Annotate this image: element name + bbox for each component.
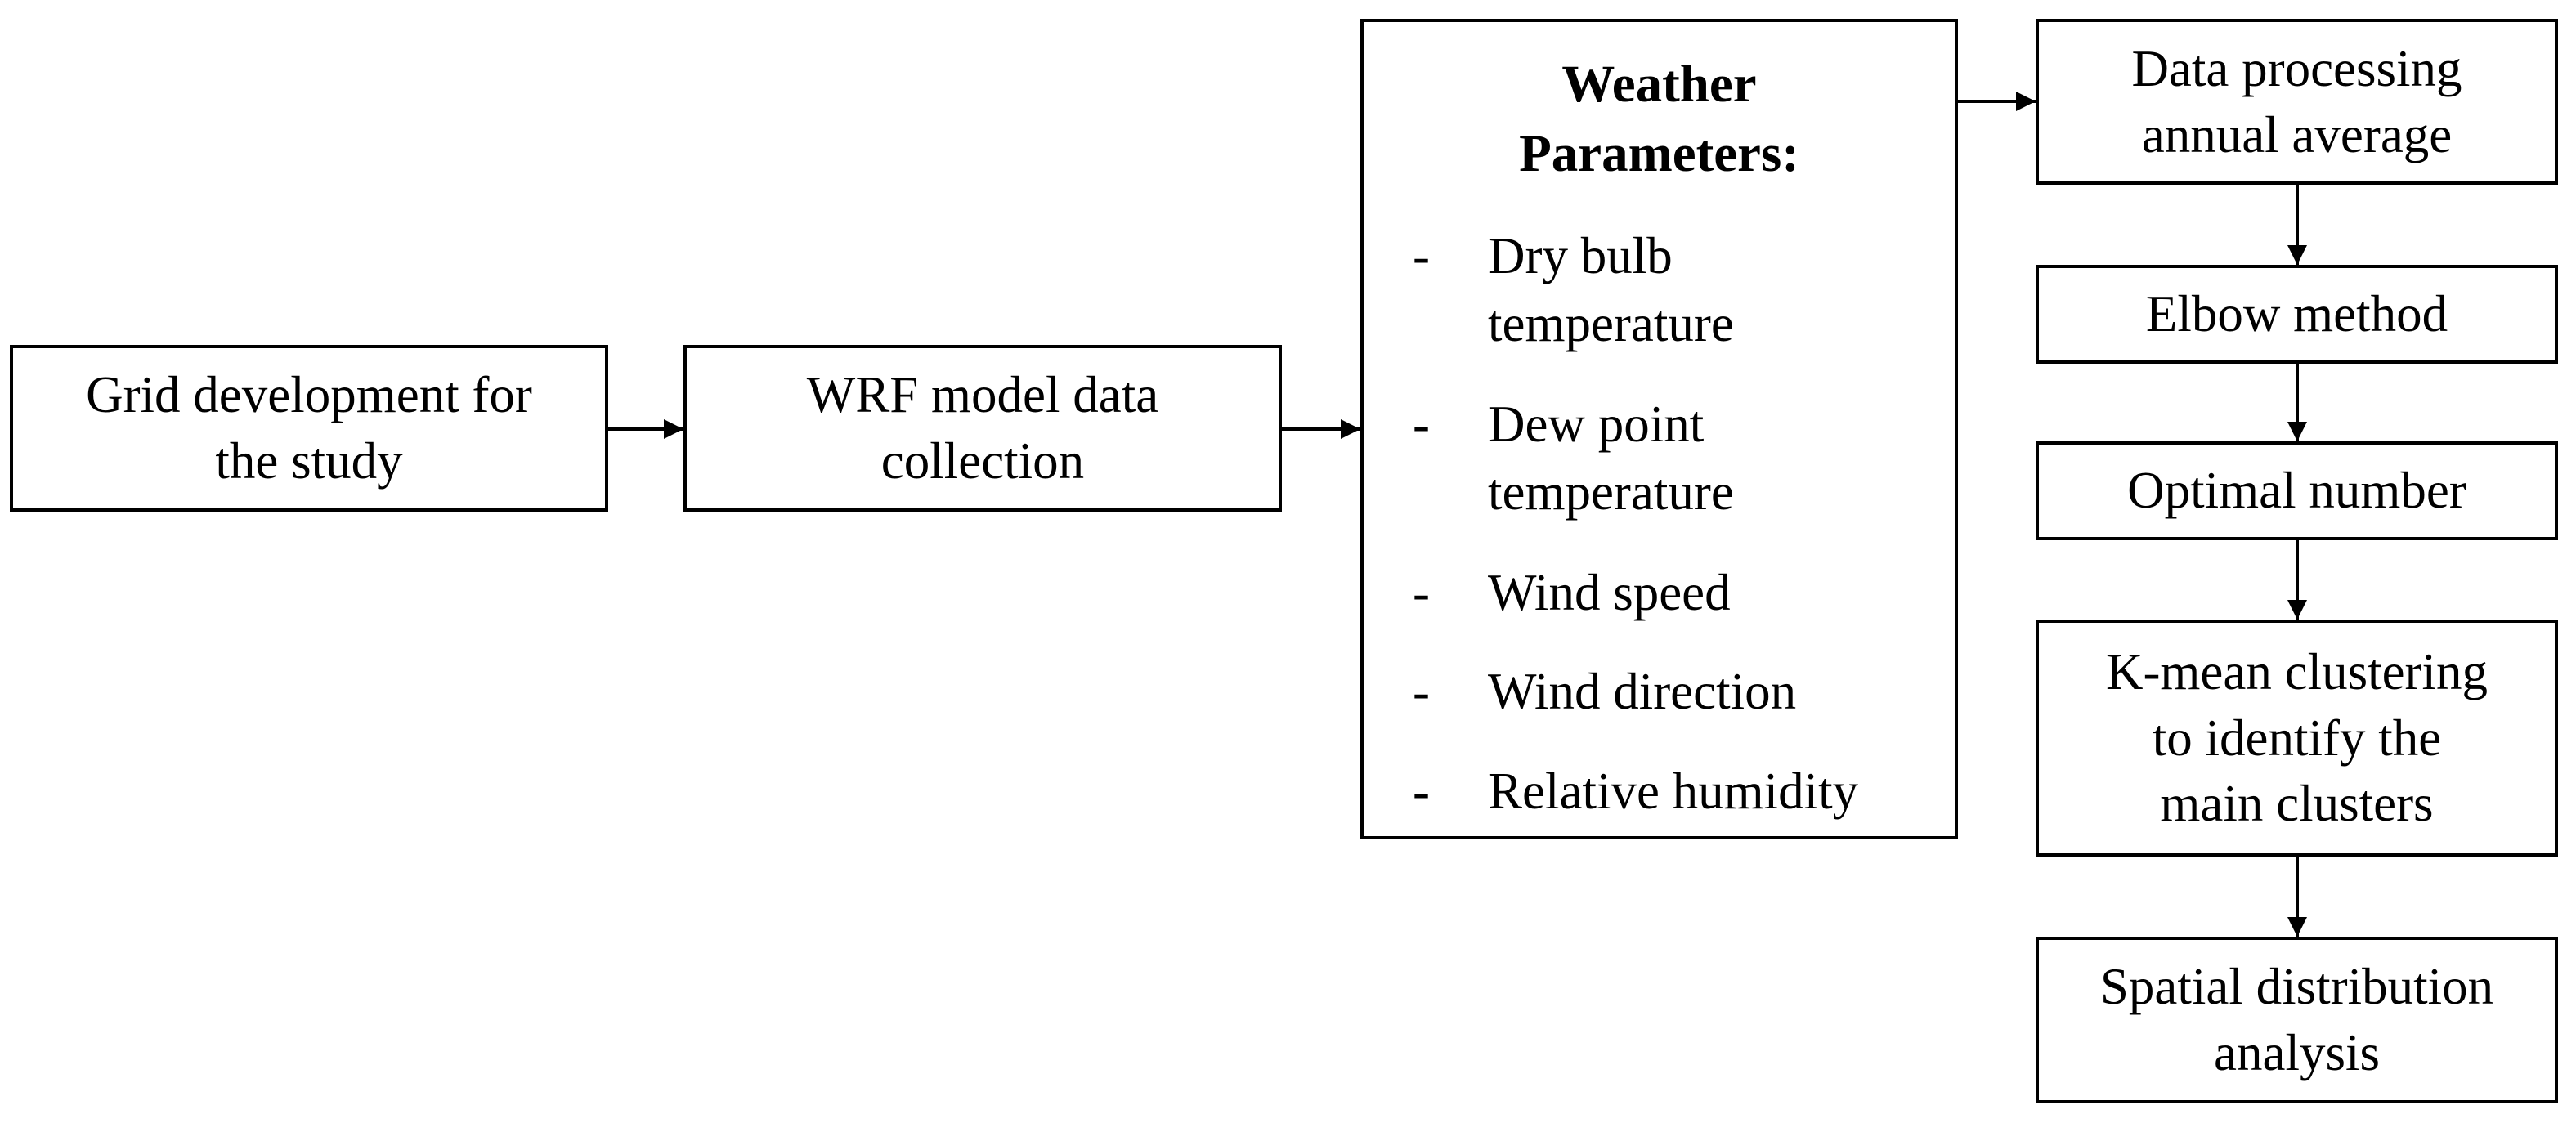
- parameter-label: Wind speed: [1488, 559, 1731, 627]
- kmean-clustering-label-line-3: main clusters: [2160, 775, 2434, 833]
- grid-development-label-line-2: the study: [215, 432, 403, 490]
- parameter-label: Dry bulb temperature: [1488, 222, 1734, 358]
- parameter-bullet: -: [1413, 227, 1430, 284]
- kmean-clustering-label: K-mean clustering to identify the main c…: [2106, 639, 2488, 837]
- spatial-distribution-label-line-1: Spatial distribution: [2099, 958, 2494, 1016]
- parameter-label: Relative humidity: [1488, 758, 1858, 825]
- elbow-method-label-line-1: Elbow method: [2145, 285, 2448, 343]
- optimal-number-label-line-1: Optimal number: [2127, 462, 2466, 520]
- parameter-label-line-1: Wind speed: [1488, 564, 1731, 621]
- grid-development-label: Grid development for the study: [86, 362, 532, 494]
- optimal-number-box: Optimal number: [2036, 441, 2558, 540]
- parameter-label: Dew point temperature: [1488, 391, 1734, 526]
- data-processing-label-line-1: Data processing: [2131, 39, 2462, 97]
- weather-parameters-title-line-2: Parameters:: [1519, 123, 1799, 183]
- kmean-clustering-box: K-mean clustering to identify the main c…: [2036, 620, 2558, 857]
- kmean-clustering-label-line-1: K-mean clustering: [2105, 643, 2489, 701]
- kmean-clustering-label-line-2: to identify the: [2152, 709, 2442, 767]
- parameter-label-line-1: Wind direction: [1488, 663, 1797, 720]
- wrf-data-collection-box: WRF model data collection: [683, 345, 1282, 512]
- data-processing-label: Data processing annual average: [2131, 36, 2462, 168]
- spatial-distribution-label: Spatial distribution analysis: [2100, 954, 2493, 1085]
- wrf-data-collection-label: WRF model data collection: [807, 362, 1158, 494]
- grid-development-label-line-1: Grid development for: [86, 366, 532, 424]
- parameter-label-line-2: temperature: [1488, 463, 1734, 521]
- parameter-label-line-1: Dry bulb: [1488, 227, 1673, 284]
- optimal-number-label: Optimal number: [2127, 458, 2466, 524]
- data-processing-label-line-2: annual average: [2141, 105, 2453, 163]
- elbow-method-box: Elbow method: [2036, 265, 2558, 364]
- data-processing-box: Data processing annual average: [2036, 19, 2558, 185]
- weather-parameters-title-line-1: Weather: [1561, 55, 1757, 114]
- parameter-bullet: -: [1413, 564, 1430, 621]
- wrf-data-collection-label-line-2: collection: [880, 432, 1085, 490]
- spatial-distribution-label-line-2: analysis: [2214, 1024, 2380, 1081]
- weather-parameters-box: Weather Parameters: - Dry bulb temperatu…: [1360, 19, 1958, 839]
- parameter-label-line-1: Dew point: [1488, 396, 1705, 453]
- parameter-label-line-2: temperature: [1488, 295, 1734, 353]
- parameter-label-line-1: Relative humidity: [1488, 763, 1859, 820]
- wrf-data-collection-label-line-1: WRF model data: [806, 366, 1159, 424]
- weather-parameters-title: Weather Parameters:: [1364, 50, 1955, 188]
- grid-development-box: Grid development for the study: [10, 345, 608, 512]
- parameter-bullet: -: [1413, 396, 1430, 453]
- elbow-method-label: Elbow method: [2146, 281, 2448, 347]
- parameter-label: Wind direction: [1488, 658, 1796, 726]
- spatial-distribution-box: Spatial distribution analysis: [2036, 937, 2558, 1103]
- parameter-bullet: -: [1413, 663, 1430, 720]
- parameter-bullet: -: [1413, 763, 1430, 820]
